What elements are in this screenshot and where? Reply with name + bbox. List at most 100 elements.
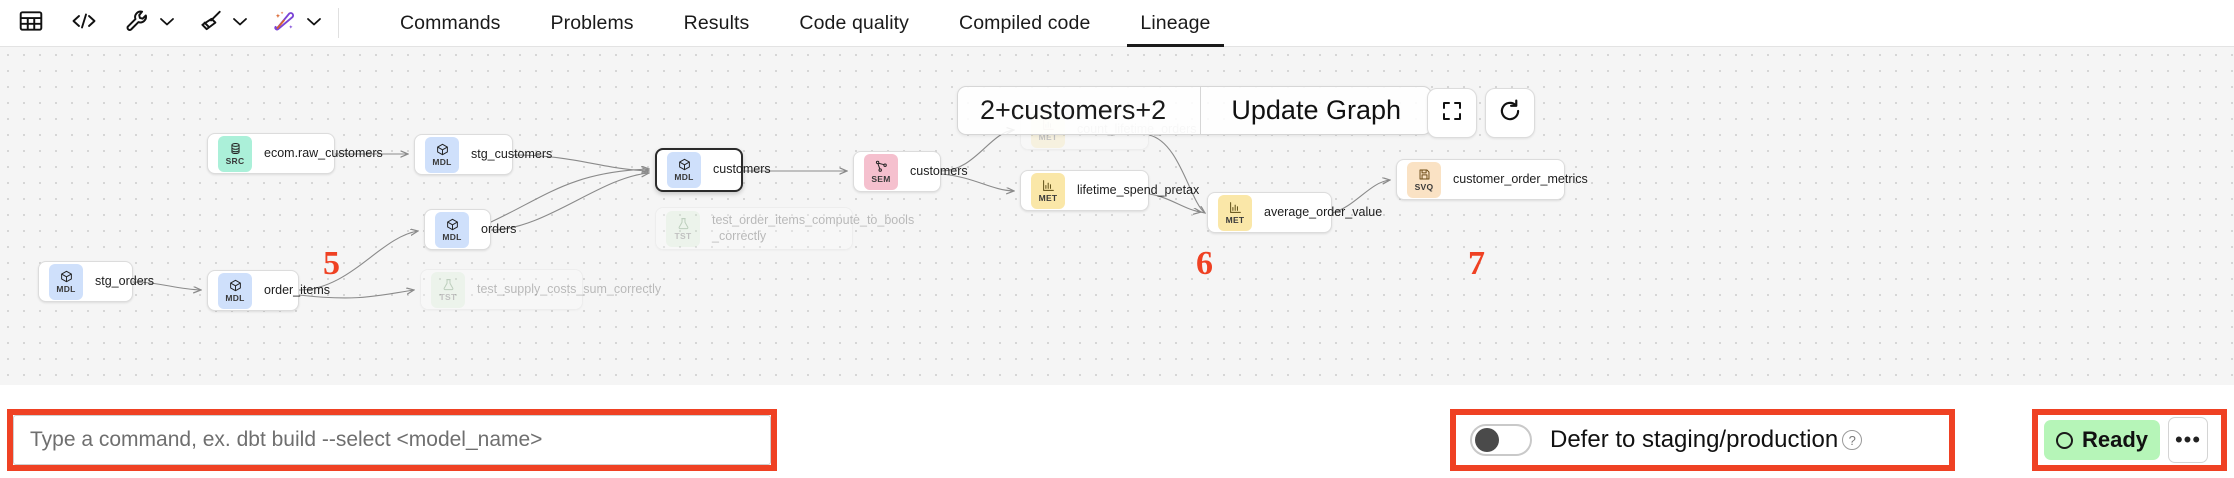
badge-code: MDL (432, 156, 452, 167)
database-icon (229, 142, 242, 155)
node-label: orders (481, 221, 517, 236)
wrench-button[interactable] (120, 4, 155, 42)
callout-7: 7 (1468, 245, 1485, 282)
met-badge: MET (1218, 194, 1252, 231)
semantic-graph-icon (875, 160, 888, 173)
node-label: customers (910, 163, 968, 178)
wrench-icon (124, 8, 151, 39)
code-icon (70, 8, 98, 39)
panel-tabs: Commands Problems Results Code quality C… (375, 0, 1236, 47)
lineage-node-customers-semantic[interactable]: SEM customers (853, 151, 968, 192)
src-badge: SRC (218, 135, 252, 172)
broom-button[interactable] (193, 4, 228, 42)
tab-label: Code quality (799, 11, 910, 34)
tab-code-quality[interactable]: Code quality (774, 0, 934, 47)
mdl-badge: MDL (218, 272, 252, 309)
graph-selector-input[interactable] (958, 87, 1201, 134)
command-input[interactable] (13, 415, 771, 465)
node-label: average_order_value (1264, 204, 1383, 219)
lineage-node-ecom-raw-customers[interactable]: SRC ecom.raw_customers (207, 133, 383, 174)
badge-code: MDL (674, 172, 694, 182)
help-icon[interactable]: ? (1842, 430, 1863, 450)
fullscreen-button[interactable] (1427, 88, 1477, 138)
callout-6: 6 (1196, 245, 1213, 282)
cube-icon (229, 279, 242, 292)
tab-label: Results (683, 11, 750, 34)
defer-control-highlight: Defer to staging/production ? (1450, 409, 1955, 471)
defer-label: Defer to staging/production (1550, 426, 1839, 453)
toggle-knob (1475, 428, 1499, 452)
mdl-badge: MDL (667, 152, 701, 188)
node-label: order_items (264, 282, 330, 297)
badge-code: MDL (225, 292, 245, 303)
broom-dropdown-toggle[interactable] (230, 14, 250, 33)
node-label: ecom.raw_customers (264, 145, 383, 160)
lineage-node-stg-customers[interactable]: MDL stg_customers (414, 134, 552, 175)
node-label: customer_order_metrics (1453, 171, 1588, 186)
tab-label: Compiled code (959, 11, 1091, 34)
tab-lineage[interactable]: Lineage (1115, 0, 1235, 47)
test-flask-icon (677, 217, 690, 230)
cube-icon (60, 270, 73, 283)
update-graph-button[interactable]: Update Graph (1231, 95, 1401, 125)
defer-toggle[interactable] (1470, 424, 1532, 456)
status-label: Ready (2082, 427, 2149, 452)
format-tools-group (193, 4, 250, 42)
top-toolbar: Commands Problems Results Code quality C… (0, 0, 2234, 47)
badge-code: MDL (442, 231, 462, 242)
node-label: lifetime_spend_pretax (1077, 182, 1200, 197)
magic-wand-icon (270, 8, 298, 39)
tab-commands[interactable]: Commands (375, 0, 526, 47)
tst-badge: TST (431, 271, 465, 308)
lineage-node-test-order-items[interactable]: TST test_order_items_compute_to_bools _c… (655, 207, 914, 250)
lineage-graph-canvas[interactable]: SRC ecom.raw_customers MDL stg_customers (0, 47, 2234, 385)
lineage-node-test-supply-costs[interactable]: TST test_supply_costs_sum_correctly (420, 269, 661, 310)
tab-problems[interactable]: Problems (526, 0, 659, 47)
refresh-button[interactable] (1485, 88, 1535, 138)
cube-icon (678, 158, 691, 171)
table-view-button[interactable] (14, 4, 48, 42)
more-options-button[interactable]: ••• (2168, 417, 2209, 463)
magic-wand-dropdown-toggle[interactable] (304, 14, 324, 33)
lineage-node-stg-orders[interactable]: MDL stg_orders (38, 261, 154, 302)
ai-tools-group (266, 4, 324, 42)
lineage-node-customer-order-metrics[interactable]: SVQ customer_order_metrics (1396, 159, 1588, 200)
svq-badge: SVQ (1407, 161, 1441, 198)
tab-compiled-code[interactable]: Compiled code (934, 0, 1115, 47)
broom-icon (197, 8, 224, 39)
magic-wand-button[interactable] (266, 4, 302, 42)
graph-selector-panel: Update Graph (957, 86, 1432, 135)
lineage-node-orders[interactable]: MDL orders (424, 209, 516, 250)
build-tools-group (120, 4, 177, 42)
badge-code: TST (674, 230, 692, 241)
badge-code: MET (1225, 214, 1245, 225)
command-input-highlight (7, 409, 777, 471)
lineage-node-average-order-value[interactable]: MET average_order_value (1207, 192, 1382, 233)
lineage-node-customers-model[interactable]: MDL customers (655, 148, 771, 192)
badge-code: SEM (871, 173, 891, 184)
mdl-badge: MDL (435, 211, 469, 248)
tst-badge: TST (666, 210, 700, 247)
status-area-highlight: Ready ••• (2032, 409, 2227, 471)
table-icon (18, 8, 44, 39)
met-badge: MET (1031, 172, 1065, 209)
tab-results[interactable]: Results (659, 0, 775, 47)
wrench-dropdown-toggle[interactable] (157, 14, 177, 33)
badge-code: MET (1038, 131, 1058, 142)
badge-code: SRC (225, 155, 245, 166)
status-badge[interactable]: Ready (2044, 420, 2161, 460)
node-label: stg_customers (471, 146, 553, 161)
lineage-node-lifetime-spend-pretax[interactable]: MET lifetime_spend_pretax (1020, 170, 1199, 211)
chart-bar-icon (1042, 179, 1055, 192)
node-label: test_order_items_compute_to_bools _corre… (712, 212, 915, 243)
status-circle-icon (2056, 431, 2073, 449)
lineage-node-order-items[interactable]: MDL order_items (207, 270, 330, 311)
cube-icon (446, 218, 459, 231)
code-view-button[interactable] (66, 4, 102, 42)
node-label: test_supply_costs_sum_correctly (477, 281, 662, 296)
fullscreen-icon (1440, 99, 1464, 128)
chart-bar-icon (1229, 201, 1242, 214)
tab-label: Lineage (1140, 11, 1211, 34)
badge-code: MDL (56, 283, 76, 294)
test-flask-icon (442, 278, 455, 291)
